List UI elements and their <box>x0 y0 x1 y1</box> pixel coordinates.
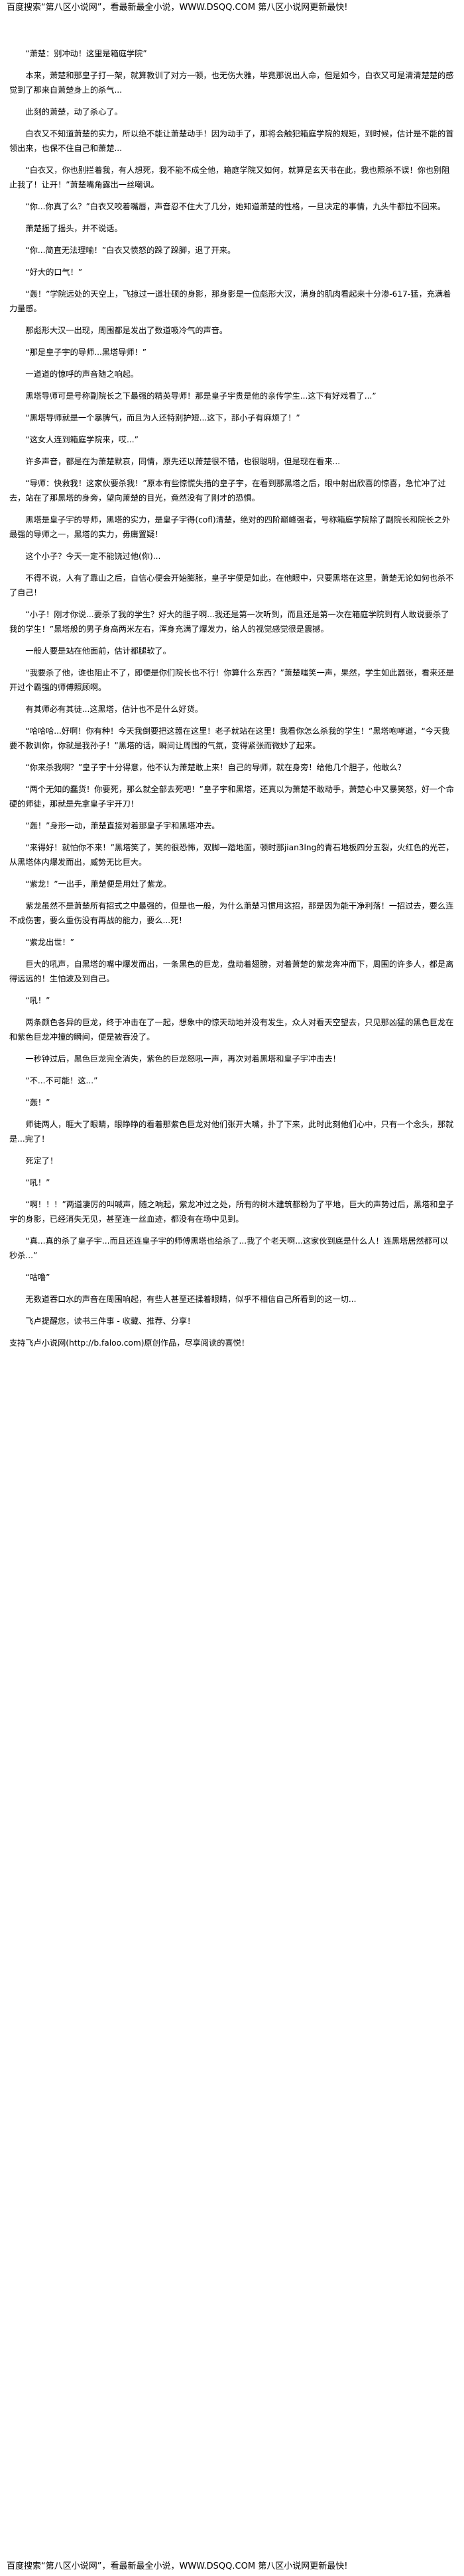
paragraph: 本来，萧楚和那皇子打一架，就算教训了对方一顿，也无伤大雅，毕竟那说出人命，但是如… <box>9 71 454 95</box>
bottom-banner[interactable]: 百度搜索“第八区小说网”，看最新最全小说，WWW.DSQQ.COM 第八区小说网… <box>7 2561 348 2571</box>
paragraph: “哈哈哈...好啊！你有种！今天我倒要把这嚣在这里！老子就站在这里！我看你怎么杀… <box>9 726 450 750</box>
paragraph: “我要杀了他，谁也阻止不了，即便是你们院长也不行！你算什么东西？”萧楚嗤笑一声，… <box>9 668 454 692</box>
top-banner[interactable]: 百度搜索“第八区小说网”，看最新最全小说，WWW.DSQQ.COM 第八区小说网… <box>7 3 348 13</box>
paragraph: “真...真的杀了皇子宇...而且还连皇子宇的师傅黑塔也给杀了...我了个老天啊… <box>9 1236 449 1260</box>
paragraph: 萧楚摇了摇头，并不说话。 <box>25 224 123 233</box>
paragraph: 不得不说，人有了靠山之后，自信心便会开始膨胀，皇子宇便是如此，在他眼中，只要黑塔… <box>9 573 454 597</box>
paragraph: “导师：快救我！这家伙要杀我！”原本有些惊慌失措的皇子宇，在看到那黑塔之后，眼中… <box>9 479 446 503</box>
paragraph: 一道道的惊呼的声音随之响起。 <box>25 370 139 379</box>
paragraph: “小子！刚才你说...要杀了我的学生？好大的胆子啊...我还是第一次听到，而且还… <box>9 610 449 634</box>
paragraph: “黑塔导师就是一个暴脾气，而且为人还特别护短...这下，那小子有麻烦了！” <box>25 413 300 422</box>
paragraph: 师徒两人，睚大了眼睛，眼睁睁的看着那紫色巨龙对他们张开大嘴，扑了下来，此时此刻他… <box>9 1120 454 1144</box>
chapter-content: “萧楚：别冲动！这里是箱庭学院” 本来，萧楚和那皇子打一架，就算教训了对方一顿，也… <box>9 46 455 2550</box>
paragraph: “轰！”身形一动，萧楚直接对着那皇子宇和黑塔冲去。 <box>25 821 220 830</box>
paragraph: “紫龙出世！” <box>25 938 74 947</box>
paragraph: “白衣又，你也别拦着我，有人想死，我不能不成全他，箱庭学院又如何，就算是玄天书在… <box>9 166 450 189</box>
paragraph: 白衣又不知道萧楚的实力，所以绝不能让萧楚动手！因为动手了，那将会触犯箱庭学院的规… <box>9 129 454 153</box>
paragraph: “吼！” <box>25 1178 50 1187</box>
paragraph: 飞卢提醒您，读书三件事 - 收藏、推荐、分享！ <box>25 1316 196 1326</box>
paragraph: “你来杀我啊？”皇子宇十分得意，他不认为萧楚敢上来！自己的导师，就在身旁！给他几… <box>25 763 406 772</box>
paragraph: “紫龙！”一出手，萧楚便是用灶了紫龙。 <box>25 879 172 889</box>
support-link[interactable]: 支持飞卢小说网(http://b.faloo.com)原创作品，尽享阅读的喜悦！ <box>9 1338 249 1348</box>
paragraph: “啊！！！”两道凄厉的叫喊声，随之响起，紫龙冲过之处，所有的树木建筑都粉为了平地… <box>9 1200 454 1224</box>
paragraph: 两条颜色各异的巨龙，终于冲击在了一起，想象中的惊天动地并没有发生，众人对看天空望… <box>9 1018 454 1042</box>
paragraph: 许多声音，都是在为萧楚默哀，同情，原先还以萧楚很不错，也很聪明，但是现在看来..… <box>25 457 341 466</box>
paragraph: 一般人要是站在他面前，估计都腿软了。 <box>25 646 171 656</box>
paragraph: 有其师必有其徒...这黑塔，估计也不是什么好货。 <box>25 705 203 714</box>
paragraph: 死定了！ <box>25 1156 58 1165</box>
paragraph: “萧楚：别冲动！这里是箱庭学院” <box>25 49 147 58</box>
paragraph: 此刻的萧楚，动了杀心了。 <box>25 107 123 117</box>
paragraph: “这女人连到箱庭学院来，哎...” <box>25 435 139 444</box>
paragraph: “好大的口气！” <box>25 268 83 277</box>
paragraph: 紫龙虽然不是萧楚所有招式之中最强的，但是也一般，为什么萧楚习惯用这招，那是因为能… <box>9 901 454 925</box>
paragraph: “你...你真了么？”白衣又咬着嘴唇，声音忍不住大了几分，她知道萧楚的性格，一旦… <box>25 202 446 211</box>
paragraph: 这个小子？今天一定不能饶过他(你)... <box>25 552 161 561</box>
paragraph: “轰！”学院远处的天空上，飞掠过一道壮硕的身影，那身影是一位彪形大汉，满身的肌肉… <box>9 289 451 313</box>
paragraph: “两个无知的蠢货！你要死，那么就全部去死吧！”皇子宇和黑塔，还真以为萧楚不敢动手… <box>9 785 454 809</box>
paragraph: 一秒钟过后，黑色巨龙完全消失，紫色的巨龙怒吼一声，再次对着黑塔和皇子宇冲击去！ <box>25 1054 341 1064</box>
paragraph: 黑塔是皇子宇的导师，黑塔的实力，是皇子宇得(cofl)清楚，绝对的四阶巅峰强者，… <box>9 515 451 539</box>
paragraph: 黑塔导师可是号称副院长之下最强的精英导师！那是皇子宇贵是他的亲传学生...这下有… <box>25 391 377 401</box>
paragraph: “那是皇子宇的导师...黑塔导师！” <box>25 348 147 357</box>
paragraph: 无数道吞口水的声音在周围响起，有些人甚至还揉着眼睛，似乎不相信自己所看到的这一切… <box>25 1295 357 1304</box>
paragraph: “轰！” <box>25 1098 50 1107</box>
paragraph: “吼！” <box>25 996 50 1005</box>
paragraph: “来得好！就怕你不来！”黑塔笑了，笑的很恐怖，双脚一踏地面，顿时那jian3ln… <box>9 843 454 867</box>
paragraph: 那彪形大汉一出现，周围都是发出了数道吸冷气的声音。 <box>25 326 228 335</box>
paragraph: “不...不可能！这...” <box>25 1076 98 1085</box>
paragraph: 巨大的吼声，自黑塔的嘴中爆发而出，一条黑色的巨龙，盘动着翅膀，对着萧楚的紫龙奔冲… <box>9 960 454 983</box>
paragraph: “咕噜” <box>25 1273 50 1282</box>
paragraph: “你...简直无法理喻！”白衣又愤怒的跺了跺脚，退了开来。 <box>25 246 236 255</box>
